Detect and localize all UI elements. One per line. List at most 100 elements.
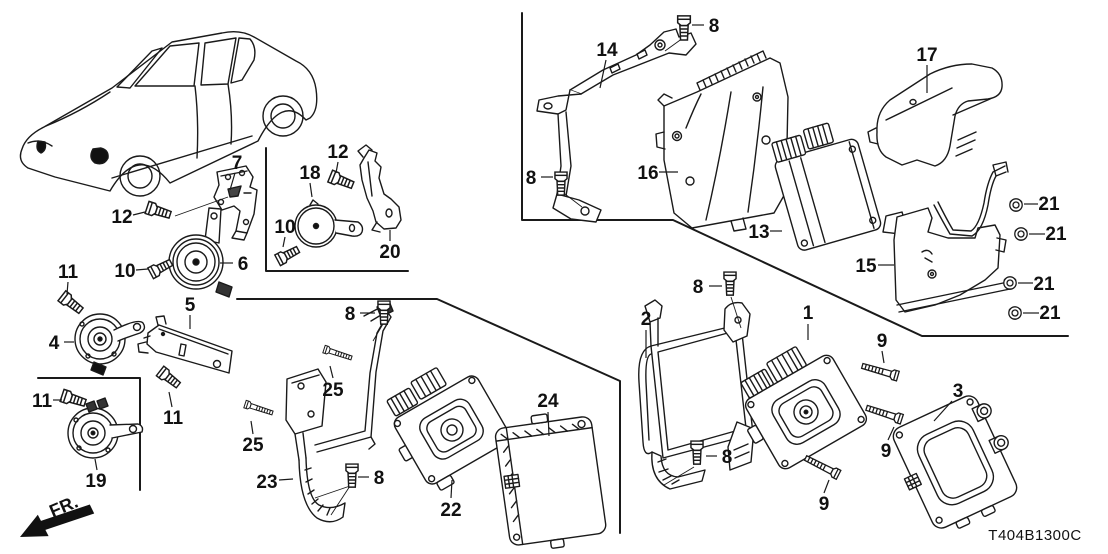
callout-leader-12 xyxy=(335,161,339,174)
bolt-short-icon xyxy=(327,169,356,192)
callout-leader-11 xyxy=(168,391,173,408)
callout-leader-12 xyxy=(132,211,146,216)
callout-leader-14 xyxy=(599,59,607,89)
callout-label-10: 10 xyxy=(114,261,135,282)
bolt-short-icon xyxy=(345,463,359,488)
bolt-short-icon xyxy=(144,200,173,222)
callout-label-19: 19 xyxy=(85,471,106,492)
bolt-long-icon xyxy=(243,399,275,418)
callout-label-24: 24 xyxy=(537,391,559,412)
callout-label-2: 2 xyxy=(641,309,652,330)
bracket-2 xyxy=(638,299,755,490)
guide-line-3 xyxy=(314,485,351,499)
control-unit-13 xyxy=(771,122,882,251)
fr-arrow-icon xyxy=(20,504,95,537)
callout-leader-22 xyxy=(450,479,453,499)
bracket-5 xyxy=(137,315,233,374)
callout-label-25: 25 xyxy=(322,380,344,401)
callout-label-11: 11 xyxy=(32,391,53,412)
callout-label-5: 5 xyxy=(185,295,196,316)
bracket-7 xyxy=(213,165,258,241)
cover-16 xyxy=(655,50,789,232)
car-outline xyxy=(19,30,318,197)
callout-label-8: 8 xyxy=(374,468,385,489)
callout-leader-9 xyxy=(881,350,885,364)
bolt-short-icon xyxy=(690,440,704,465)
callout-label-25: 25 xyxy=(242,435,264,456)
callouts-layer: 1234567888888999101011111112121314151617… xyxy=(32,16,1067,521)
callout-label-11: 11 xyxy=(58,262,79,283)
callout-leader-11 xyxy=(66,281,69,295)
callout-label-4: 4 xyxy=(49,333,60,354)
callout-leader-25 xyxy=(329,365,334,379)
callout-leader-18 xyxy=(309,182,313,198)
bolt-long-icon xyxy=(802,452,842,480)
bolt-long-icon xyxy=(860,360,900,382)
callout-leader-19 xyxy=(94,458,98,471)
callout-leader-9 xyxy=(887,426,895,441)
callout-label-8: 8 xyxy=(345,304,356,325)
group-borders xyxy=(37,12,1069,534)
callout-leader-9 xyxy=(823,479,830,494)
horn-6 xyxy=(168,207,233,298)
callout-label-20: 20 xyxy=(379,242,400,263)
guide-line-6 xyxy=(663,466,695,486)
bolt-short-icon xyxy=(274,243,302,267)
callout-label-12: 12 xyxy=(327,142,348,163)
guide-line-2 xyxy=(372,323,384,342)
callout-label-14: 14 xyxy=(596,40,618,61)
diagram-code: T404B1300C xyxy=(988,527,1081,544)
bracket-20 xyxy=(357,144,402,233)
callout-label-16: 16 xyxy=(637,163,658,184)
callout-label-1: 1 xyxy=(803,303,814,324)
callout-label-3: 3 xyxy=(953,381,964,402)
horn-location-marker xyxy=(36,140,47,154)
callout-label-21: 21 xyxy=(1038,194,1060,215)
cover-17 xyxy=(867,63,1003,167)
callout-leader-24 xyxy=(547,411,550,437)
callout-label-15: 15 xyxy=(855,256,877,277)
callout-label-21: 21 xyxy=(1039,303,1061,324)
nut-icon xyxy=(1014,227,1028,241)
rear-wheel xyxy=(262,95,304,137)
callout-label-21: 21 xyxy=(1033,274,1055,295)
control-unit-22 xyxy=(386,367,511,491)
callout-leader-23 xyxy=(278,478,294,481)
horn-18 xyxy=(294,199,364,248)
nut-icon xyxy=(1008,306,1022,320)
callout-label-18: 18 xyxy=(299,163,320,184)
nut-icon xyxy=(1003,276,1017,290)
bolt-short-icon xyxy=(59,388,88,410)
callout-label-8: 8 xyxy=(526,168,537,189)
callout-label-9: 9 xyxy=(819,494,830,515)
callout-label-17: 17 xyxy=(916,45,937,66)
horn-19 xyxy=(67,397,144,459)
callout-label-11: 11 xyxy=(163,408,184,429)
guide-line-5 xyxy=(730,296,742,329)
callout-leader-25 xyxy=(250,420,254,435)
callout-label-9: 9 xyxy=(877,331,888,352)
callout-label-8: 8 xyxy=(693,277,704,298)
bracket-15 xyxy=(882,161,1011,313)
callout-label-6: 6 xyxy=(238,254,249,275)
front-wheel xyxy=(119,155,161,197)
horn-location-marker xyxy=(90,147,109,165)
callout-leader-3 xyxy=(933,400,953,422)
callout-label-10: 10 xyxy=(274,217,295,238)
control-unit-1 xyxy=(740,346,868,470)
bolt-long-icon xyxy=(864,402,904,425)
module-3 xyxy=(892,395,1018,529)
fr-direction-arrow: FR. xyxy=(20,492,95,537)
callout-label-22: 22 xyxy=(440,500,461,521)
callout-label-9: 9 xyxy=(881,441,892,462)
nut-icon xyxy=(1009,198,1023,212)
callout-label-23: 23 xyxy=(256,472,277,493)
bolt-short-icon xyxy=(723,271,737,296)
bracket-14 xyxy=(536,28,697,223)
bolt-long-icon xyxy=(322,344,354,363)
guide-line-4 xyxy=(330,485,351,516)
cover-24 xyxy=(494,413,607,549)
horn-4 xyxy=(74,313,146,376)
